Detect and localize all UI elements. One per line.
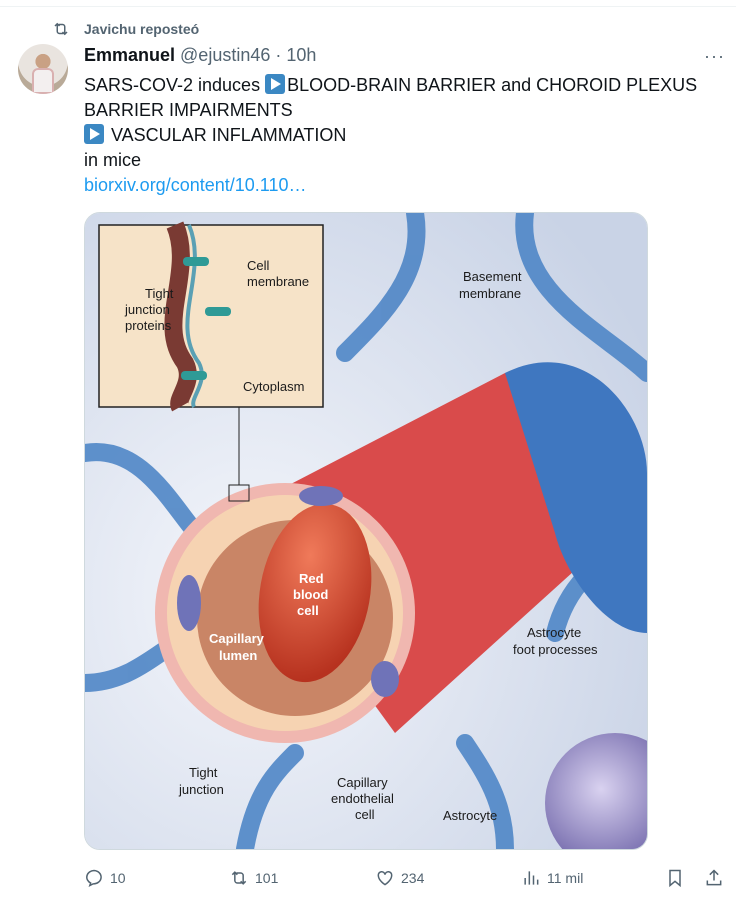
play-button-emoji-icon [84,124,104,144]
tweet-line: SARS-COV-2 induces BLOOD-BRAIN BARRIER a… [84,73,704,123]
label-red-blood-cell: blood [293,587,328,602]
repost-icon [231,871,247,885]
views-count: 11 mil [547,870,584,886]
label-endothelial-cell: cell [355,807,375,822]
divider [0,6,736,7]
label-endothelial-cell: Capillary [337,775,388,790]
views-icon [524,871,539,885]
repost-label: Javichu reposteó [84,21,200,37]
repost-icon [54,22,68,36]
label-astrocyte-foot: Astrocyte [527,625,581,640]
tweet-header: Emmanuel @ejustin46 · 10h [84,45,316,66]
author-name[interactable]: Emmanuel [84,45,176,65]
timestamp[interactable]: 10h [286,45,317,65]
heart-icon [377,870,393,886]
label-capillary-lumen: lumen [219,648,257,663]
bookmark-button[interactable] [665,868,685,888]
more-options-button[interactable]: ··· [704,46,725,66]
label-tight-junction-proteins: proteins [125,318,172,333]
label-capillary-lumen: Capillary [209,631,265,646]
label-endothelial-cell: endothelial [331,791,394,806]
action-bar: 10 101 234 11 mil [84,868,734,892]
reply-button[interactable]: 10 [84,868,126,888]
tweet-link[interactable]: biorxiv.org/content/10.110… [84,175,307,195]
play-button-emoji-icon [265,74,286,94]
views-button[interactable]: 11 mil [521,868,583,888]
reply-count: 10 [110,870,126,886]
label-astrocyte-foot: foot processes [513,642,598,657]
author-handle[interactable]: @ejustin46 [180,45,271,65]
share-button[interactable] [704,868,724,888]
tweet-line: in mice [84,150,142,170]
label-cytoplasm: Cytoplasm [243,379,304,394]
repost-banner[interactable]: Javichu reposteó [52,20,199,38]
like-count: 234 [401,870,425,886]
label-cell-membrane: membrane [247,274,309,289]
label-basement-membrane: Basement [463,269,522,284]
avatar[interactable] [18,44,68,94]
label-tight-junction: Tight [189,765,218,780]
red-blood-cell [258,503,372,683]
repost-count: 101 [255,870,279,886]
tweet-image[interactable]: Cell membrane Tight junction proteins Cy… [84,212,648,850]
bookmark-icon [669,869,681,888]
text-segment: BLOOD-BRAIN BARRIER and CHOROID PLEXUS B… [84,75,698,120]
label-cell-membrane: Cell [247,258,270,273]
label-tight-junction: junction [178,782,224,797]
separator: · [275,45,282,65]
label-red-blood-cell: Red [299,571,324,586]
text-segment: VASCULAR INFLAMMATION [106,125,347,145]
text-segment: SARS-COV-2 induces [84,75,266,95]
label-astrocyte: Astrocyte [443,808,497,823]
label-red-blood-cell: cell [297,603,319,618]
tweet-text: SARS-COV-2 induces BLOOD-BRAIN BARRIER a… [84,73,704,198]
reply-icon [86,869,102,887]
share-icon [706,869,722,886]
inset-box [98,221,324,502]
like-button[interactable]: 234 [375,868,424,888]
label-basement-membrane: membrane [459,286,521,301]
astrocyte-cell [545,733,647,849]
tweet-line: VASCULAR INFLAMMATION [84,123,704,148]
label-tight-junction-proteins: junction [124,302,170,317]
repost-button[interactable]: 101 [229,868,278,888]
label-tight-junction-proteins: Tight [145,286,174,301]
